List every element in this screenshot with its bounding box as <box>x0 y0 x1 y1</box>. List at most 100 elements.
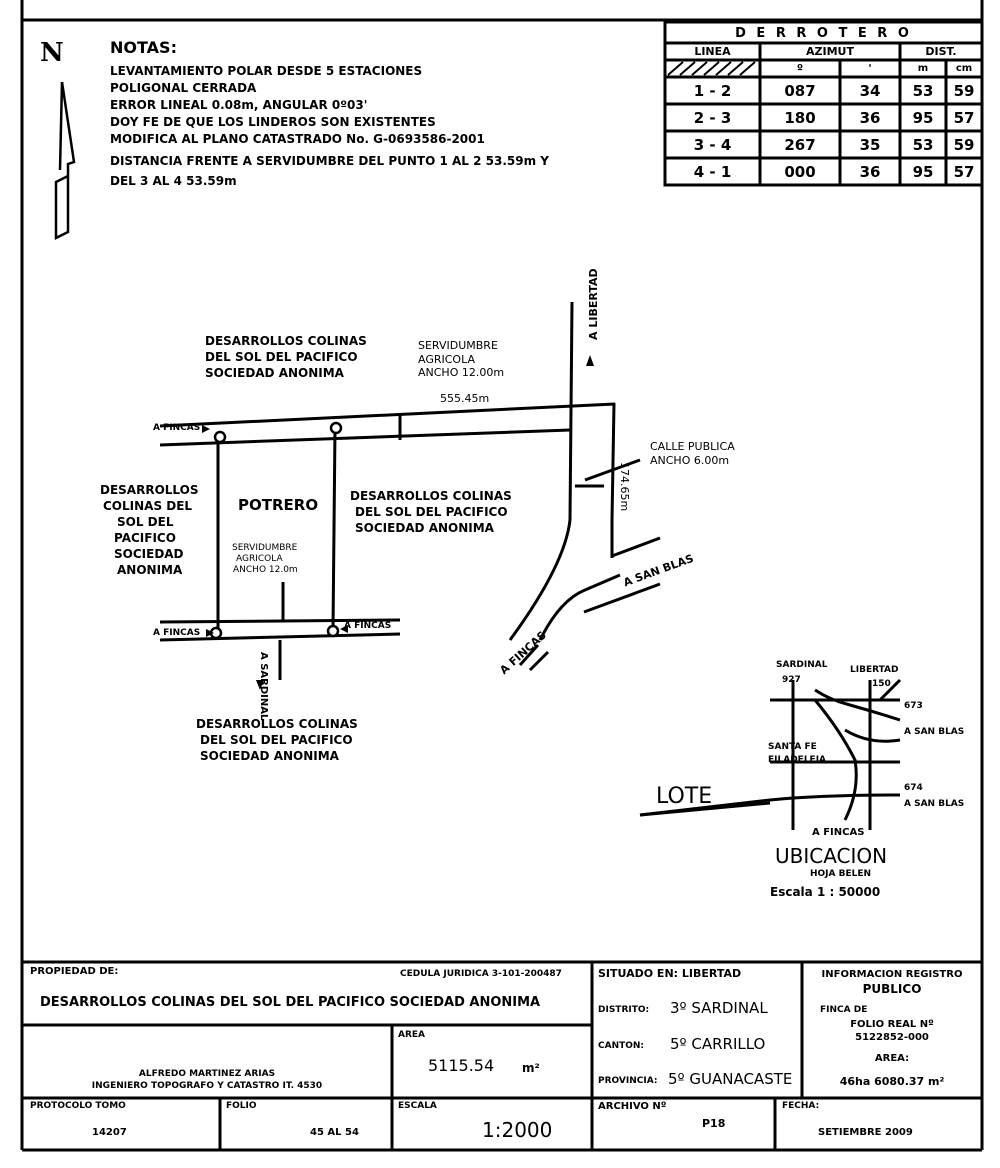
note-line: DISTANCIA FRENTE A SERVIDUMBRE DEL PUNTO… <box>110 154 549 168</box>
calle-label: ANCHO 6.00m <box>650 454 730 467</box>
row-linea: 1 - 2 <box>693 81 732 100</box>
owner-label: DESARROLLOS COLINAS <box>350 489 512 503</box>
row-min: 35 <box>859 135 881 154</box>
distance-label: 555.45m <box>440 392 490 405</box>
sub-cm: cm <box>955 63 973 74</box>
lote-label: LOTE <box>656 784 713 809</box>
row-m: 95 <box>912 162 934 181</box>
direction-label: A FINCAS <box>344 621 392 631</box>
note-line: DEL 3 AL 4 53.59m <box>110 174 237 188</box>
map-scale: Escala 1 : 50000 <box>770 885 881 899</box>
row-min: 36 <box>859 108 881 127</box>
row-deg: 087 <box>784 81 816 100</box>
row-min: 34 <box>859 81 881 100</box>
owner-label: DESARROLLOS <box>100 483 199 497</box>
owner-label: SOCIEDAD ANONIMA <box>200 749 339 763</box>
distance-label: 174.65m <box>618 462 631 512</box>
row-m: 95 <box>912 108 934 127</box>
fecha-label: FECHA: <box>782 1101 820 1111</box>
provincia-value: 5º GUANACASTE <box>668 1070 793 1088</box>
owner-label: PACIFICO <box>114 531 176 545</box>
owner-label: SOCIEDAD <box>114 547 184 561</box>
info-area-label: AREA: <box>874 1052 910 1064</box>
area-label: AREA <box>398 1030 426 1040</box>
calle-label: CALLE PUBLICA <box>650 440 735 453</box>
folio-label: FOLIO <box>226 1101 257 1111</box>
row-deg: 267 <box>784 135 816 154</box>
owner-label: DEL SOL DEL PACIFICO <box>205 350 358 364</box>
map-label: FILADELFIA <box>768 755 827 765</box>
owner-label: SOCIEDAD ANONIMA <box>355 521 494 535</box>
folio-value: 45 AL 54 <box>310 1127 359 1138</box>
sub-m: m <box>917 63 929 74</box>
sub-deg: º <box>796 62 804 75</box>
row-cm: 57 <box>953 162 975 181</box>
distrito-value: 3º SARDINAL <box>670 999 768 1017</box>
note-line: ERROR LINEAL 0.08m, ANGULAR 0º03' <box>110 98 368 112</box>
servidumbre-label: AGRICOLA <box>236 554 283 564</box>
owner-label: COLINAS DEL <box>103 499 193 513</box>
map-label: 150 <box>872 679 891 689</box>
map-label: 927 <box>782 675 801 685</box>
fecha-value: SETIEMBRE 2009 <box>818 1127 913 1138</box>
map-label: A SAN BLAS <box>904 727 965 737</box>
info-title: INFORMACION REGISTRO <box>821 968 963 980</box>
protocolo-label: PROTOCOLO TOMO <box>30 1101 126 1111</box>
map-label: A SAN BLAS <box>904 799 965 809</box>
col-linea: LINEA <box>694 45 731 58</box>
map-label: SARDINAL <box>776 660 828 670</box>
map-sheet: HOJA BELEN <box>810 869 872 879</box>
protocolo-value: 14207 <box>92 1127 127 1138</box>
archivo-label: ARCHIVO Nº <box>598 1101 667 1112</box>
owner-label: DESARROLLOS COLINAS <box>205 334 367 348</box>
direction-label: A SARDINAL <box>258 652 269 721</box>
col-azimut: AZIMUT <box>806 45 854 58</box>
area-unit: m² <box>522 1061 540 1075</box>
row-deg: 180 <box>784 108 816 127</box>
direction-label: A FINCAS <box>153 423 201 433</box>
info-area: 46ha 6080.37 m² <box>839 1074 945 1088</box>
map-label: 673 <box>904 701 923 711</box>
potrero-label: POTRERO <box>238 496 319 514</box>
map-label: LIBERTAD <box>850 665 899 675</box>
info-finca: FINCA DE <box>820 1005 868 1015</box>
row-cm: 59 <box>953 135 975 154</box>
owner-label: DESARROLLOS COLINAS <box>196 717 358 731</box>
derrotero-title: D E R R O T E R O <box>735 25 912 41</box>
servidumbre-label: SERVIDUMBRE <box>418 339 498 352</box>
col-dist: DIST. <box>925 45 957 58</box>
row-linea: 2 - 3 <box>693 108 732 127</box>
info-finca: FOLIO REAL Nº <box>850 1018 934 1030</box>
note-line: POLIGONAL CERRADA <box>110 81 257 95</box>
note-line: MODIFICA AL PLANO CATASTRADO No. G-06935… <box>110 132 485 146</box>
map-label: SANTA FE <box>768 742 817 752</box>
row-linea: 3 - 4 <box>693 135 732 154</box>
row-min: 36 <box>859 162 881 181</box>
servidumbre-label: ANCHO 12.0m <box>233 565 298 575</box>
row-linea: 4 - 1 <box>693 162 732 181</box>
row-cm: 57 <box>953 108 975 127</box>
notes-title: NOTAS: <box>110 38 177 57</box>
archivo-value: P18 <box>702 1117 726 1130</box>
provincia-label: PROVINCIA: <box>598 1076 658 1086</box>
signer-title: INGENIERO TOPOGRAFO Y CATASTRO IT. 4530 <box>91 1080 323 1091</box>
propiedad-label: PROPIEDAD DE: <box>30 966 119 977</box>
row-deg: 000 <box>784 162 816 181</box>
direction-label: A FINCAS <box>153 628 201 638</box>
escala-label: ESCALA <box>398 1101 437 1111</box>
owner-label: SOL DEL <box>117 515 174 529</box>
north-letter: N <box>40 38 64 68</box>
situado-label: SITUADO EN: LIBERTAD <box>598 967 742 980</box>
sub-min: ' <box>868 62 872 75</box>
canton-value: 5º CARRILLO <box>670 1035 766 1053</box>
escala-value: 1:2000 <box>482 1118 553 1142</box>
note-line: DOY FE DE QUE LOS LINDEROS SON EXISTENTE… <box>110 115 436 129</box>
direction-label: A LIBERTAD <box>587 268 600 340</box>
area-value: 5115.54 <box>428 1056 495 1075</box>
servidumbre-label: AGRICOLA <box>418 353 475 366</box>
distrito-label: DISTRITO: <box>598 1005 650 1015</box>
servidumbre-label: SERVIDUMBRE <box>232 543 298 553</box>
owner-label: ANONIMA <box>117 563 183 577</box>
owner-label: DEL SOL DEL PACIFICO <box>200 733 353 747</box>
